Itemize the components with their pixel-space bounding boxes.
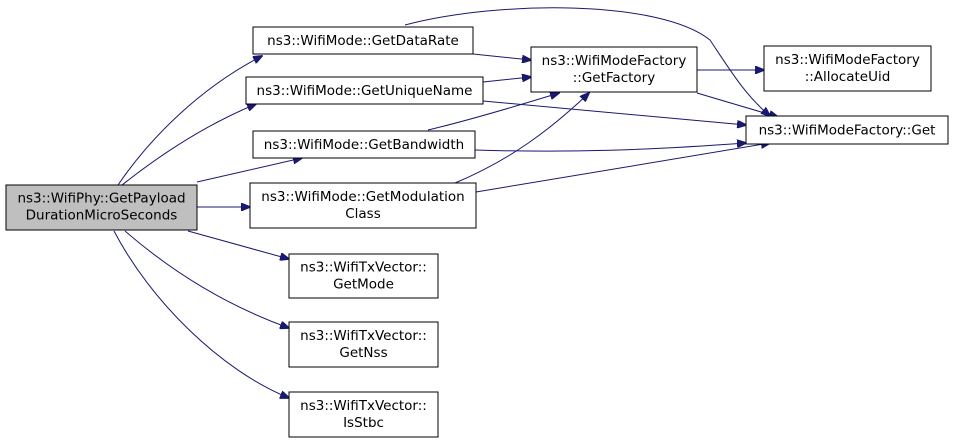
node-label-line: ns3::WifiMode::GetModulation [261, 189, 464, 205]
node-label-line: Class [345, 206, 381, 222]
node-wifimode-getdatarate[interactable]: ns3::WifiMode::GetDataRate [252, 26, 474, 55]
node-wifiphy-getpayloaddurationmicroseconds[interactable]: ns3::WifiPhy::GetPayload DurationMicroSe… [5, 184, 198, 231]
node-label-line: ns3::WifiMode::GetBandwidth [264, 137, 464, 153]
node-wifimode-getbandwidth[interactable]: ns3::WifiMode::GetBandwidth [252, 130, 476, 159]
node-label-line: ns3::WifiMode::GetDataRate [267, 33, 459, 49]
node-wifitxvector-getmode[interactable]: ns3::WifiTxVector:: GetMode [288, 253, 439, 299]
node-wifitxvector-getnss[interactable]: ns3::WifiTxVector:: GetNss [288, 321, 439, 368]
edge-root-to-getdatarate [117, 56, 262, 186]
edge-getbandwidth-to-factoryget [474, 143, 746, 152]
edge-getuniquename-to-getfactory [482, 77, 531, 83]
node-wifimodefactory-getfactory[interactable]: ns3::WifiModeFactory ::GetFactory [530, 46, 698, 93]
edge-root-to-getuniquename [121, 104, 256, 186]
node-label-line: DurationMicroSeconds [26, 208, 178, 224]
node-wifitxvector-isstbc[interactable]: ns3::WifiTxVector:: IsStbc [288, 391, 439, 438]
node-wifimodefactory-allocateuid[interactable]: ns3::WifiModeFactory ::AllocateUid [763, 45, 932, 92]
edge-root-to-txisstbc [113, 230, 289, 398]
edge-getdatarate-to-getfactory [472, 53, 531, 60]
node-wifimode-getuniquename[interactable]: ns3::WifiMode::GetUniqueName [245, 76, 484, 105]
edge-getbandwidth-to-getfactory [427, 93, 559, 131]
node-label-line: ns3::WifiTxVector:: [300, 328, 427, 344]
edge-getmodulationclass-to-factoryget [475, 143, 770, 193]
node-label-line: ns3::WifiModeFactory [542, 53, 687, 69]
node-label-line: ns3::WifiTxVector:: [300, 398, 427, 414]
edges [113, 7, 778, 398]
node-wifimodefactory-get[interactable]: ns3::WifiModeFactory::Get [745, 115, 949, 145]
edge-root-to-txgetnss [124, 230, 289, 328]
node-label-line: GetMode [333, 277, 394, 293]
edge-getfactory-to-factoryget [696, 92, 778, 117]
edge-getdatarate-to-factoryget [404, 7, 770, 116]
node-label-line: ns3::WifiMode::GetUniqueName [257, 83, 473, 99]
nodes: ns3::WifiPhy::GetPayload DurationMicroSe… [5, 26, 949, 438]
node-label-line: ns3::WifiModeFactory [775, 52, 920, 68]
node-label-line: ns3::WifiTxVector:: [300, 260, 427, 276]
node-label-line: ::AllocateUid [805, 69, 891, 85]
node-label-line: ns3::WifiPhy::GetPayload [17, 191, 185, 207]
node-label-line: IsStbc [343, 415, 384, 431]
node-label-line: GetNss [339, 345, 387, 361]
node-label-line: ::GetFactory [573, 70, 655, 86]
edge-root-to-getbandwidth [196, 158, 302, 183]
edge-root-to-txgetmode [187, 230, 289, 259]
node-wifimode-getmodulationclass[interactable]: ns3::WifiMode::GetModulation Class [249, 182, 477, 229]
edge-getuniquename-to-factoryget [482, 100, 746, 125]
edge-getmodulationclass-to-getfactory [454, 93, 589, 184]
node-label-line: ns3::WifiModeFactory::Get [759, 123, 936, 139]
